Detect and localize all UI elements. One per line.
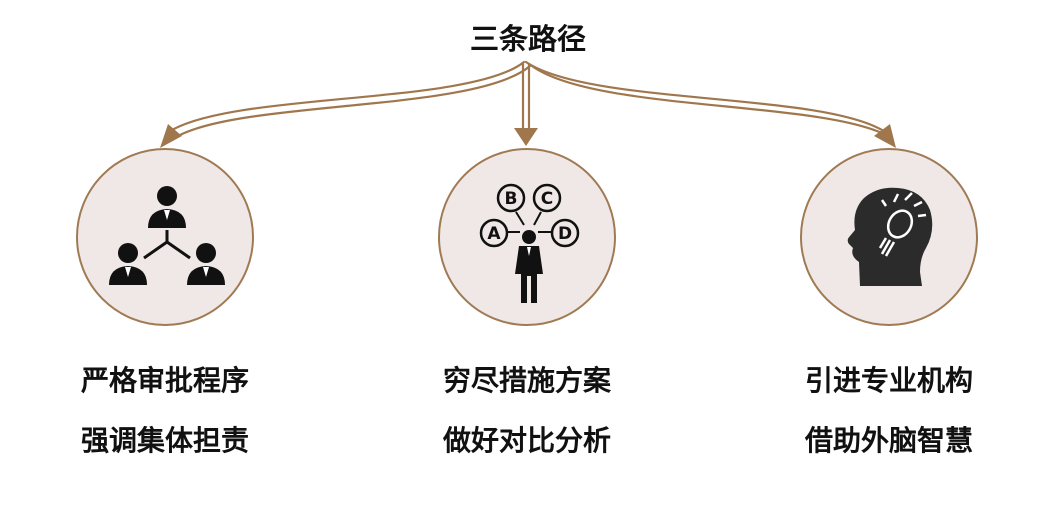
person-choices-icon: A B C D <box>479 183 580 303</box>
branch-circle-1 <box>76 148 254 326</box>
branch-3-line-2: 借助外脑智慧 <box>804 424 973 457</box>
choice-c: C <box>541 189 553 209</box>
branch-2-line-1: 穷尽措施方案 <box>442 364 611 397</box>
people-hierarchy-icon <box>109 186 225 285</box>
branch-2-line-2: 做好对比分析 <box>442 424 611 457</box>
choice-a: A <box>487 224 501 244</box>
branch-circle-3 <box>800 148 978 326</box>
branch-1-line-2: 强调集体担责 <box>80 424 249 457</box>
choice-b: B <box>505 189 518 209</box>
diagram-title: 三条路径 <box>469 22 586 56</box>
branch-1-line-1: 严格审批程序 <box>80 364 249 397</box>
branch-3-line-1: 引进专业机构 <box>804 364 973 397</box>
branch-circle-2: A B C D <box>438 148 616 326</box>
choice-d: D <box>558 224 572 244</box>
head-lightbulb-icon <box>847 187 933 286</box>
